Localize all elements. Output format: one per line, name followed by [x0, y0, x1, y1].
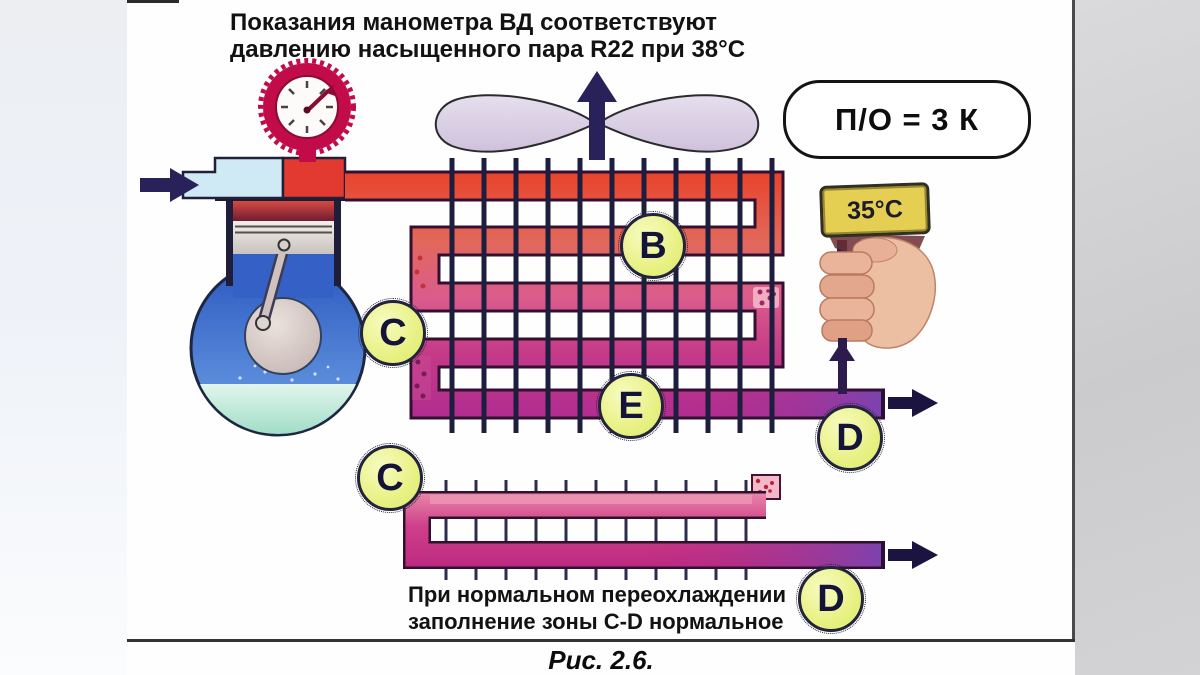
point-label-e: E: [596, 371, 666, 441]
temperature-tag: 35°C: [819, 182, 931, 238]
thermometer-probe-icon: [829, 338, 855, 394]
compression-chamber: [233, 201, 334, 221]
condenser-coil-icon: [345, 158, 938, 433]
panel-bottom-border: [127, 639, 1075, 642]
pressure-gauge-icon: [258, 58, 356, 162]
outlet-arrow-icon: [888, 389, 938, 417]
fan-airflow-arrow: [577, 71, 617, 160]
subcool-zone-fins: [444, 480, 748, 580]
point-label-d: D: [815, 403, 885, 473]
point-label-c: C: [358, 298, 428, 368]
figure-caption: Рис. 2.6.: [548, 645, 654, 675]
temperature-value: 35°C: [846, 194, 904, 225]
subcooling-value-pill: П/О = 3 К: [783, 80, 1031, 159]
point-label-d-detail: D: [796, 564, 866, 634]
suction-chamber: [181, 156, 285, 200]
point-label-c-detail: C: [355, 443, 425, 513]
outlet-arrow2-icon: [888, 541, 938, 569]
fan-icon: [434, 71, 760, 160]
note-line-1: При нормальном переохлаждении: [408, 582, 786, 607]
gauge-needle: [305, 89, 330, 113]
page-title: Показания манометра ВД соответствуют дав…: [230, 9, 745, 63]
scan-artifact: [127, 0, 179, 3]
condenser-fins: [449, 158, 775, 433]
point-label-b: B: [618, 211, 688, 281]
hand-thermometer-icon: [819, 234, 936, 394]
subcooling-note: При нормальном переохлаждении заполнение…: [408, 581, 786, 635]
subcool-zone-coil: [403, 474, 938, 580]
piston-pin: [277, 238, 291, 252]
note-line-2: заполнение зоны C-D нормальное: [408, 609, 784, 634]
page-left-margin: [0, 0, 127, 675]
panel-right-border: [1072, 0, 1075, 642]
crank-disc: [244, 297, 322, 375]
crank-pin: [255, 315, 271, 331]
refrigerant-bubbles: [412, 255, 779, 400]
suction-arrow-icon: [140, 168, 199, 202]
page-right-margin: [1075, 0, 1200, 675]
compressor-icon: [140, 156, 367, 437]
title-line-2: давлению насыщенного пара R22 при 38°C: [230, 36, 746, 63]
title-line-1: Показания манометра ВД соответствуют: [230, 9, 718, 36]
gauge-ticks: [281, 81, 333, 133]
cylinder-wall-left: [226, 198, 233, 286]
cylinder-wall-right: [334, 198, 341, 286]
subcooling-value: П/О = 3 К: [834, 101, 980, 137]
discharge-chamber: [281, 156, 347, 200]
